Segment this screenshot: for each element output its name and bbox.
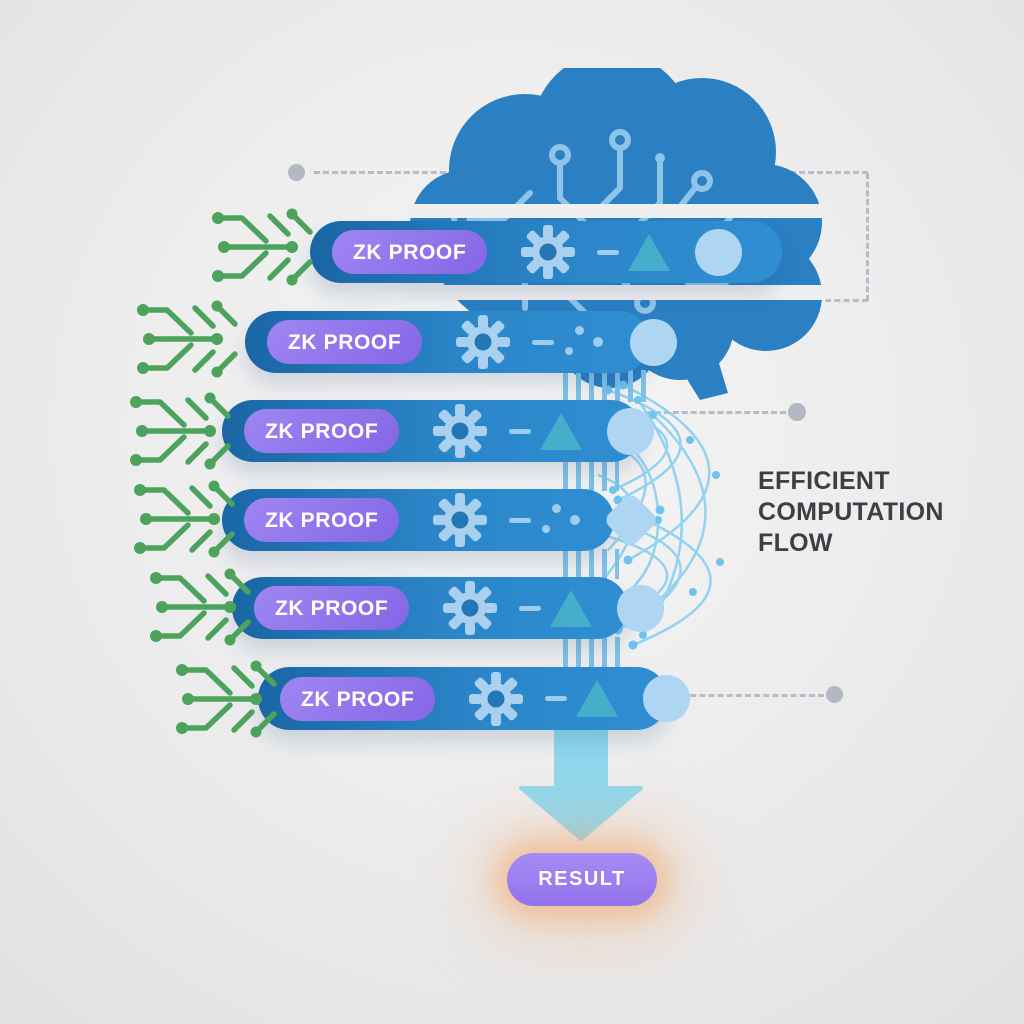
zk-proof-badge: ZK PROOF (254, 586, 410, 630)
brain-cut-band (406, 285, 826, 300)
dash-dots-icon (509, 501, 587, 539)
zk-proof-badge: ZK PROOF (244, 409, 400, 453)
guide-dash-low (672, 694, 824, 697)
dash-triangle-icon (597, 233, 675, 271)
cable-ribbon (563, 460, 619, 491)
zk-proof-badge: ZK PROOF (244, 498, 400, 542)
brain-cut-band (406, 204, 826, 218)
gear-icon (456, 315, 511, 369)
output-shape (643, 675, 691, 722)
output-shape (607, 407, 655, 455)
zk-proof-row-5: ZK PROOF (232, 577, 665, 639)
circuit-branch-icon (172, 658, 290, 740)
dash-triangle-icon (545, 680, 623, 717)
dash-triangle-icon (519, 589, 597, 627)
circuit-branch-icon (126, 390, 244, 472)
guide-dot-top-left (288, 164, 305, 181)
result-badge: RESULT (507, 853, 657, 906)
zk-proof-row-2: ZK PROOF (245, 311, 678, 373)
gear-icon (521, 225, 576, 279)
cable-ribbon (563, 370, 651, 402)
zk-proof-row-1: ZK PROOF (310, 221, 782, 283)
output-shape (630, 318, 678, 366)
down-arrow-icon (519, 726, 643, 841)
flow-label-line-1: EFFICIENT (758, 467, 890, 495)
zk-proof-row-6: ZK PROOF (258, 667, 691, 730)
zk-proof-badge: ZK PROOF (267, 320, 423, 364)
zk-proof-row-4: ZK PROOF (222, 489, 660, 551)
cable-ribbon (563, 549, 619, 579)
guide-dot-low (826, 686, 843, 703)
zk-proof-row-3: ZK PROOF (222, 400, 655, 462)
circuit-branch-icon (208, 206, 326, 288)
output-shape (617, 584, 665, 632)
flow-label-line-3: FLOW (758, 529, 833, 557)
gear-icon (433, 404, 488, 458)
flow-label: EFFICIENT COMPUTATION FLOW (758, 466, 944, 559)
circuit-branch-icon (130, 478, 248, 560)
guide-dot-mid (788, 403, 806, 421)
circuit-branch-icon (146, 566, 264, 648)
cable-ribbon (563, 637, 625, 669)
dash-triangle-icon (509, 412, 587, 450)
result-label: RESULT (538, 868, 626, 890)
output-shape (695, 228, 743, 276)
guide-dash-right (866, 173, 869, 301)
gear-icon (469, 671, 524, 726)
guide-dash-mid (646, 411, 786, 414)
circuit-branch-icon (133, 298, 251, 380)
dash-dots-icon (532, 323, 610, 361)
flow-label-line-2: COMPUTATION (758, 498, 944, 526)
guide-dash-bottom-right (788, 299, 868, 302)
zk-proof-badge: ZK PROOF (280, 676, 436, 721)
zk-proof-badge: ZK PROOF (332, 230, 488, 274)
gear-icon (443, 581, 498, 635)
gear-icon (433, 493, 488, 547)
